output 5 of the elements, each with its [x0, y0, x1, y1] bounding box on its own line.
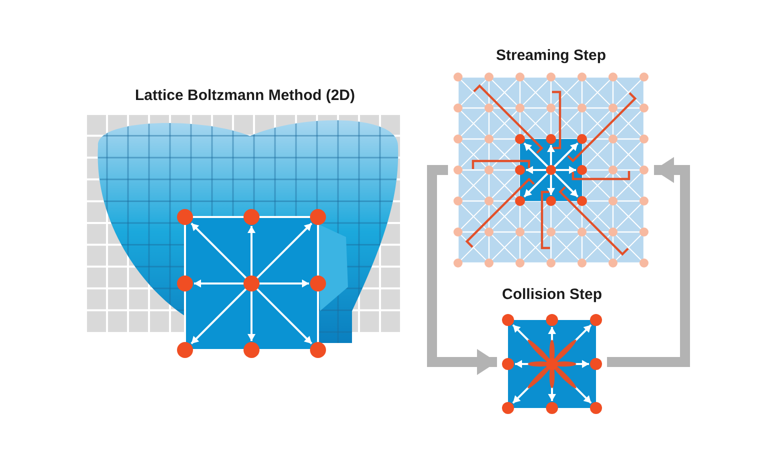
flow-arrow [607, 157, 690, 367]
panel-heading: Lattice Boltzmann Method (2D) [135, 86, 355, 106]
panel-heading: Streaming Step [496, 46, 606, 66]
panel-heading: Collision Step [502, 285, 602, 305]
flow-arrow [427, 165, 497, 375]
